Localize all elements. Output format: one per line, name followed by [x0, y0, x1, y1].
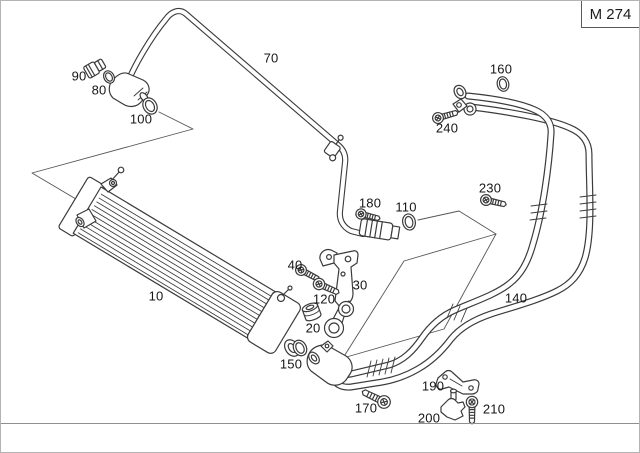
pipe-140-upper-port: [452, 83, 469, 101]
part-callout-120[interactable]: 120: [312, 291, 336, 307]
part-callout-40[interactable]: 40: [287, 257, 303, 273]
part-callout-170[interactable]: 170: [354, 400, 378, 416]
plug-90: [83, 57, 107, 78]
oil-pipe-140: [325, 83, 596, 387]
pipe-70-clamp: [322, 132, 349, 162]
part-callout-30[interactable]: 30: [352, 277, 368, 293]
part-callout-70[interactable]: 70: [263, 50, 279, 66]
part-callout-230[interactable]: 230: [478, 180, 502, 196]
oring-110: [400, 212, 418, 232]
part-callout-150[interactable]: 150: [279, 356, 303, 372]
part-callout-190[interactable]: 190: [421, 378, 445, 394]
bolt-230: [478, 192, 508, 211]
part-callout-210[interactable]: 210: [482, 401, 506, 417]
part-callout-100[interactable]: 100: [129, 111, 153, 127]
model-code-box: M 274: [581, 1, 639, 28]
bracket-190: [436, 371, 479, 395]
pipe-elbow-fitting: [306, 341, 352, 385]
bolt-210: [465, 395, 479, 425]
model-code-label: M 274: [589, 5, 632, 23]
pipe-140-mount-ear: [453, 99, 467, 112]
clip-200: [441, 389, 465, 420]
bushing-20: [301, 301, 322, 322]
oil-pipe-70: [109, 11, 400, 241]
pipe-70-threaded-fitting: [359, 218, 400, 241]
bracket-30: [320, 250, 358, 338]
footer-rule: [1, 423, 639, 424]
part-callout-110[interactable]: 110: [395, 199, 417, 215]
oil-cooler-10: [58, 167, 303, 359]
oring-160: [495, 75, 511, 93]
part-callout-10[interactable]: 10: [148, 288, 164, 304]
part-callout-20[interactable]: 20: [305, 320, 321, 336]
part-callout-90[interactable]: 90: [71, 68, 87, 84]
part-callout-80[interactable]: 80: [91, 82, 107, 98]
part-callout-180[interactable]: 180: [358, 195, 382, 211]
part-callout-160[interactable]: 160: [489, 61, 513, 77]
part-callout-140[interactable]: 140: [504, 290, 528, 306]
part-callout-200[interactable]: 200: [417, 410, 441, 426]
part-callout-240[interactable]: 240: [435, 120, 459, 136]
